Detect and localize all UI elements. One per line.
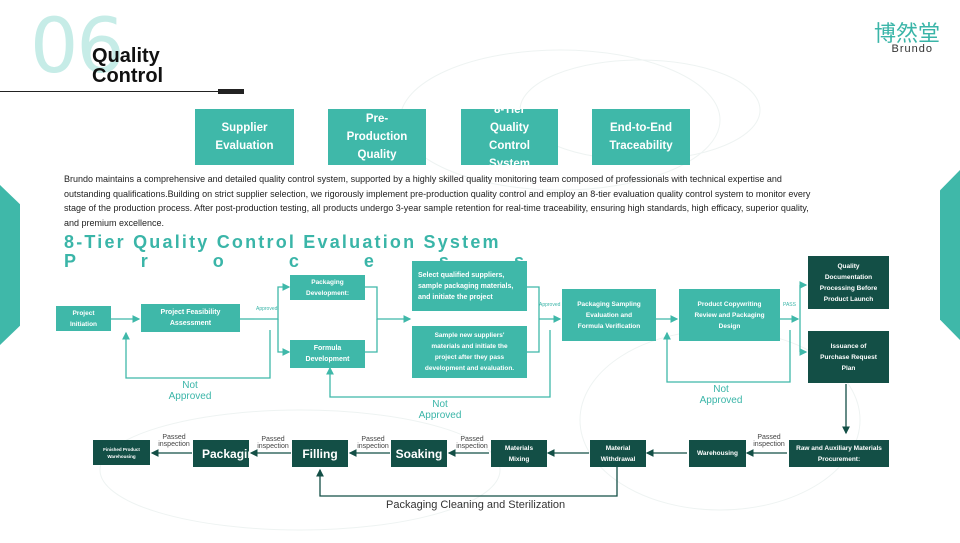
title-underline	[0, 91, 218, 92]
label-passed-inspection-1: Passed inspection	[753, 434, 785, 448]
label-approved-1: Approved	[256, 306, 278, 312]
label-approved-2: Approved	[539, 302, 561, 308]
label-packaging-cleaning: Packaging Cleaning and Sterilization	[386, 499, 566, 511]
label-not-approved-3: Not Approved	[699, 384, 743, 406]
flow-sample-suppliers: Sample new suppliers' materials and init…	[412, 326, 527, 378]
flow-material-withdrawal: Material Withdrawal	[590, 440, 646, 467]
flow-finished-warehousing: Finished Product Warehousing	[93, 440, 150, 465]
label-passed-inspection-3: Passed inspection	[357, 436, 389, 450]
flow-packaging-development: Packaging Development:	[290, 275, 365, 300]
page-title-line2: Control	[92, 65, 164, 87]
flow-raw-materials-procurement: Raw and Auxiliary Materials Procurement:	[789, 440, 889, 467]
intro-paragraph: Brundo maintains a comprehensive and det…	[64, 174, 811, 228]
flow-filling: Filling	[292, 440, 348, 467]
page-title-line1: Quality	[92, 45, 160, 67]
flow-project-initiation: Project Initiation	[56, 306, 111, 331]
pillar-pre-production-quality: Pre-Production Quality	[328, 109, 426, 165]
flow-sampling-evaluation: Packaging Sampling Evaluation and Formul…	[562, 289, 656, 341]
pillar-8-tier-system: 8-Tier Quality Control System	[461, 104, 558, 170]
left-accent-bar	[0, 185, 20, 345]
label-passed-inspection-5: Passed inspection	[158, 434, 190, 448]
flow-packaging: Packaging	[193, 440, 249, 467]
flow-purchase-request: Issuance of Purchase Request Plan	[808, 331, 889, 383]
pillar-traceability: End-to-End Traceability	[592, 109, 690, 165]
flow-documentation-processing: Quality Documentation Processing Before …	[808, 256, 889, 309]
label-not-approved-1: Not Approved	[168, 380, 212, 402]
pillar-supplier-evaluation: Supplier Evaluation	[195, 109, 294, 165]
flow-warehousing: Warehousing	[689, 440, 746, 467]
flow-copywriting-review: Product Copywriting Review and Packaging…	[679, 289, 780, 341]
system-heading: 8-Tier Quality Control Evaluation System	[64, 232, 501, 252]
flow-formula-development: Formula Development	[290, 340, 365, 368]
section-number: 06	[30, 1, 125, 90]
brand-logo-english: Brundo	[891, 43, 933, 55]
label-passed-inspection-2: Passed inspection	[456, 436, 488, 450]
flow-select-suppliers: Select qualified suppliers, sample packa…	[412, 261, 527, 311]
right-accent-bar	[940, 170, 960, 340]
label-pass: PASS	[783, 302, 796, 308]
brand-logo-chinese: 博然堂	[873, 22, 940, 47]
label-passed-inspection-4: Passed inspection	[257, 436, 289, 450]
label-not-approved-2: Not Approved	[418, 399, 462, 421]
title-underline-accent	[218, 89, 244, 94]
page-title: Quality Control	[92, 46, 163, 86]
flow-feasibility-assessment: Project Feasibility Assessment	[141, 304, 240, 332]
system-heading-process: P r o c e s s	[64, 251, 524, 271]
flow-soaking: Soaking	[391, 440, 447, 467]
flow-materials-mixing: Materials Mixing	[491, 440, 547, 467]
